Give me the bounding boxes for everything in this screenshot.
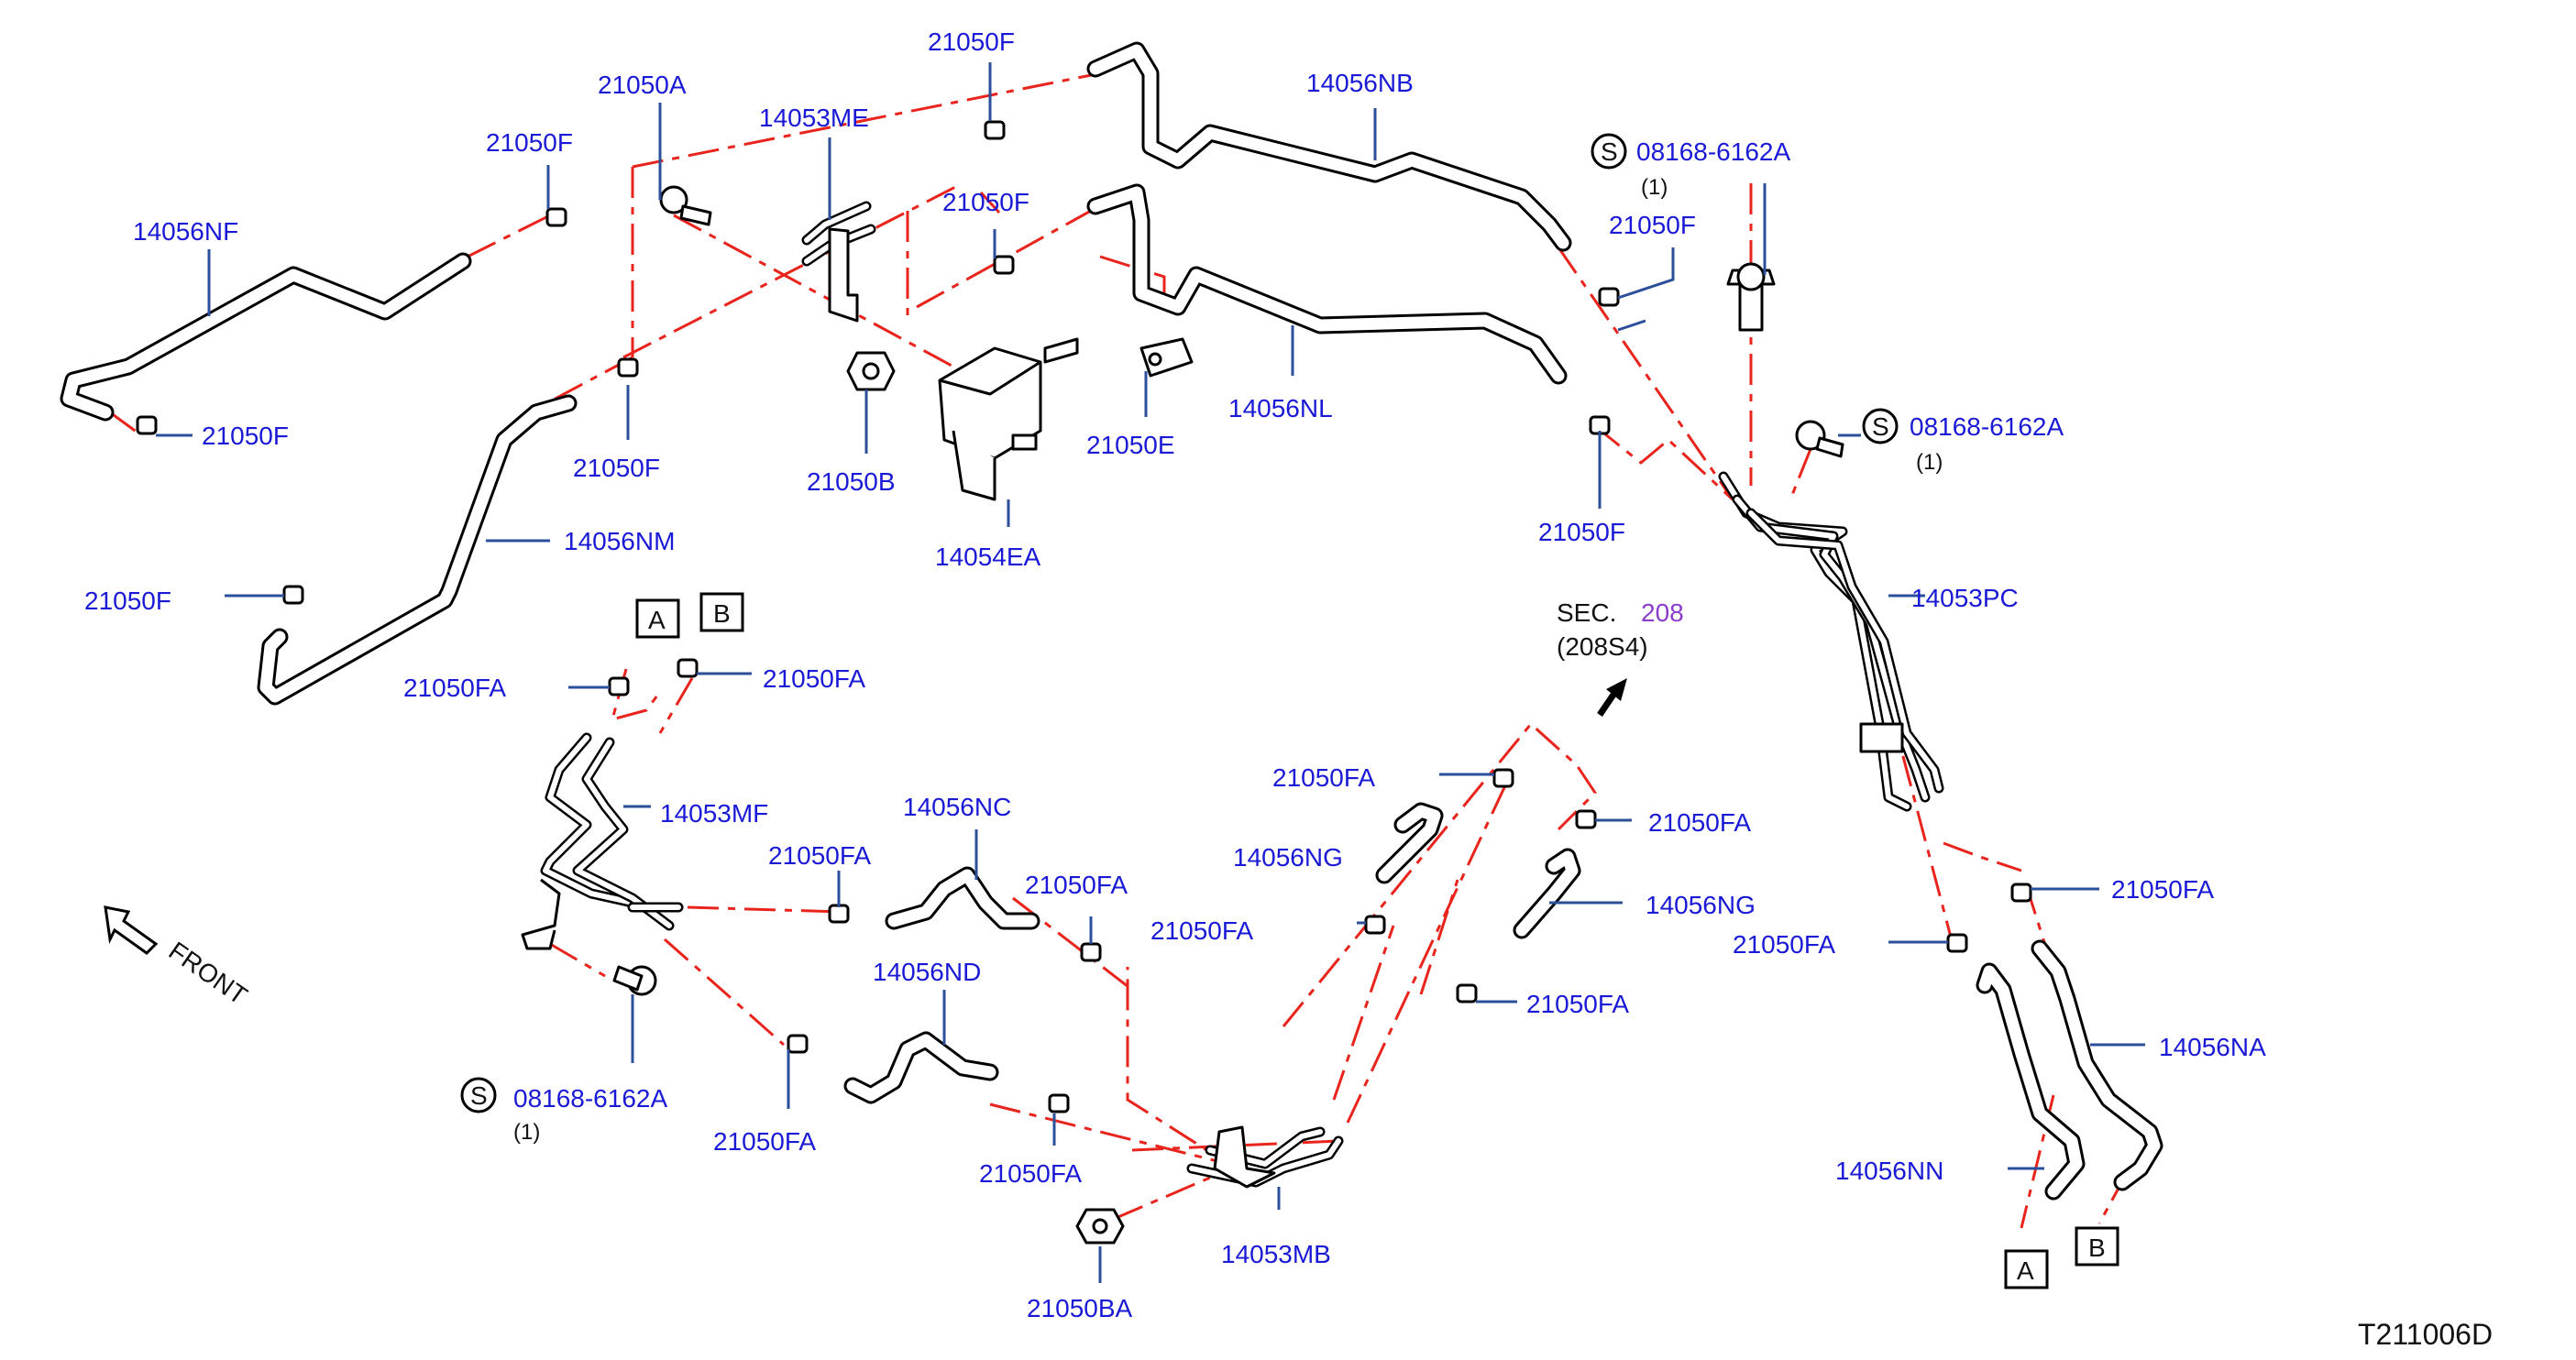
callout-14056NA: 14056NA	[2159, 1033, 2266, 1061]
callout-14053PC: 14053PC	[1911, 584, 2019, 612]
hose-14056NB	[1086, 41, 1572, 252]
bolt-08168-mid	[1795, 420, 1844, 458]
hose-14056ND	[843, 1031, 999, 1104]
bracket-14054EA	[938, 337, 1079, 501]
callout-14053ME: 14053ME	[759, 104, 869, 132]
callout-14053MB: 14053MB	[1221, 1240, 1331, 1268]
callout-21050FA: 21050FA	[1648, 808, 1751, 837]
bolt-21050A	[659, 185, 712, 226]
callout-21050FA: 21050FA	[403, 674, 506, 702]
callout-14056NG: 14056NG	[1646, 891, 1756, 919]
pipe-14053MB	[1186, 1125, 1344, 1189]
callout-21050F: 21050F	[202, 422, 289, 450]
svg-text:A: A	[648, 606, 666, 634]
callout-14056NF: 14056NF	[133, 217, 238, 246]
pipe-14053MF	[521, 732, 684, 950]
hose-14056NF	[60, 252, 472, 422]
s-symbol-low: S	[460, 1077, 497, 1113]
ref-box-b-lower: B	[2075, 1226, 2119, 1267]
bolt-08168-low	[612, 965, 657, 996]
hose-14056NL	[1086, 183, 1568, 385]
ref-box-b-upper: B	[699, 592, 744, 632]
callout-14056NM: 14056NM	[564, 527, 675, 555]
callout-21050FA: 21050FA	[1150, 916, 1253, 945]
diagram-code: T211006D	[2358, 1318, 2493, 1351]
svg-text:S: S	[1872, 412, 1889, 441]
leader-lines	[156, 62, 2145, 1283]
quantity: (1)	[1641, 175, 1668, 200]
pipe-14053ME	[801, 201, 876, 323]
callout-14056NN: 14056NN	[1835, 1157, 1943, 1185]
svg-text:S: S	[1601, 137, 1618, 166]
callout-14056NB: 14056NB	[1306, 69, 1414, 97]
hose-14056NM	[257, 394, 578, 706]
hose-14056NG-left	[1375, 802, 1444, 884]
callout-21050F: 21050F	[486, 128, 573, 157]
section-sub: (208S4)	[1557, 632, 1648, 661]
bolt-08168-top	[1726, 262, 1776, 332]
svg-text:S: S	[470, 1081, 488, 1110]
front-arrow-icon	[104, 905, 159, 955]
pipe-14053PC	[1718, 471, 1944, 812]
callout-21050FA: 21050FA	[979, 1159, 1082, 1188]
s-symbol-top: S	[1591, 133, 1627, 170]
callout-21050B: 21050B	[807, 467, 896, 496]
callout-21050FA: 21050FA	[768, 841, 871, 870]
hose-14056NN	[1976, 962, 2086, 1201]
section-number: 208	[1641, 598, 1684, 627]
callout-08168-6162A: 08168-6162A	[1636, 137, 1790, 166]
hose-14056NC	[885, 866, 1040, 930]
callout-labels: 21050F 21050A 21050F 14053ME 14056NB 140…	[84, 27, 2266, 1322]
callout-14054EA: 14054EA	[935, 543, 1041, 571]
ref-box-a-lower: A	[2004, 1249, 2049, 1289]
callout-08168-6162A: 08168-6162A	[513, 1084, 667, 1113]
s-symbol-mid: S	[1862, 408, 1899, 444]
svg-text:B: B	[2088, 1234, 2106, 1262]
nut-21050B	[846, 351, 896, 391]
callout-14056NL: 14056NL	[1228, 394, 1333, 422]
callout-21050FA: 21050FA	[2111, 875, 2214, 904]
callout-21050F: 21050F	[1609, 211, 1696, 239]
callout-21050F: 21050F	[84, 587, 171, 615]
nut-21050BA	[1075, 1208, 1125, 1245]
section-arrow	[1597, 678, 1627, 717]
quantity: (1)	[1916, 450, 1943, 475]
callout-21050FA: 21050FA	[763, 664, 865, 693]
callout-21050FA: 21050FA	[713, 1127, 816, 1156]
callout-21050BA: 21050BA	[1027, 1294, 1133, 1322]
connector-21050E	[1139, 337, 1194, 378]
callout-21050FA: 21050FA	[1733, 930, 1835, 959]
callout-08168-6162A: 08168-6162A	[1910, 412, 2064, 441]
hoses	[60, 41, 2163, 1201]
callout-21050F: 21050F	[928, 27, 1015, 56]
svg-text:A: A	[2017, 1256, 2034, 1285]
center-lines	[109, 71, 2129, 1229]
callout-14056NC: 14056NC	[903, 793, 1011, 821]
section-prefix: SEC.	[1557, 598, 1616, 627]
ref-box-a-upper: A	[635, 598, 680, 639]
hose-14056NG-right	[1513, 848, 1581, 939]
callout-21050A: 21050A	[598, 71, 687, 99]
front-label: FRONT	[164, 937, 253, 1011]
callout-21050F: 21050F	[942, 188, 1029, 216]
callout-21050F: 21050F	[573, 454, 660, 482]
quantity: (1)	[513, 1120, 540, 1145]
hose-14056NA	[2031, 939, 2163, 1191]
callout-14056ND: 14056ND	[873, 958, 981, 986]
callout-21050FA: 21050FA	[1526, 990, 1629, 1018]
pipes	[521, 201, 1944, 1189]
callout-21050F: 21050F	[1538, 518, 1625, 546]
callout-21050E: 21050E	[1086, 431, 1175, 459]
callout-21050FA: 21050FA	[1272, 763, 1375, 792]
hardware	[136, 120, 2032, 1245]
callout-14056NG: 14056NG	[1233, 843, 1343, 872]
callout-14053MF: 14053MF	[660, 799, 768, 828]
svg-text:B: B	[713, 599, 731, 628]
callout-21050FA: 21050FA	[1025, 871, 1128, 899]
